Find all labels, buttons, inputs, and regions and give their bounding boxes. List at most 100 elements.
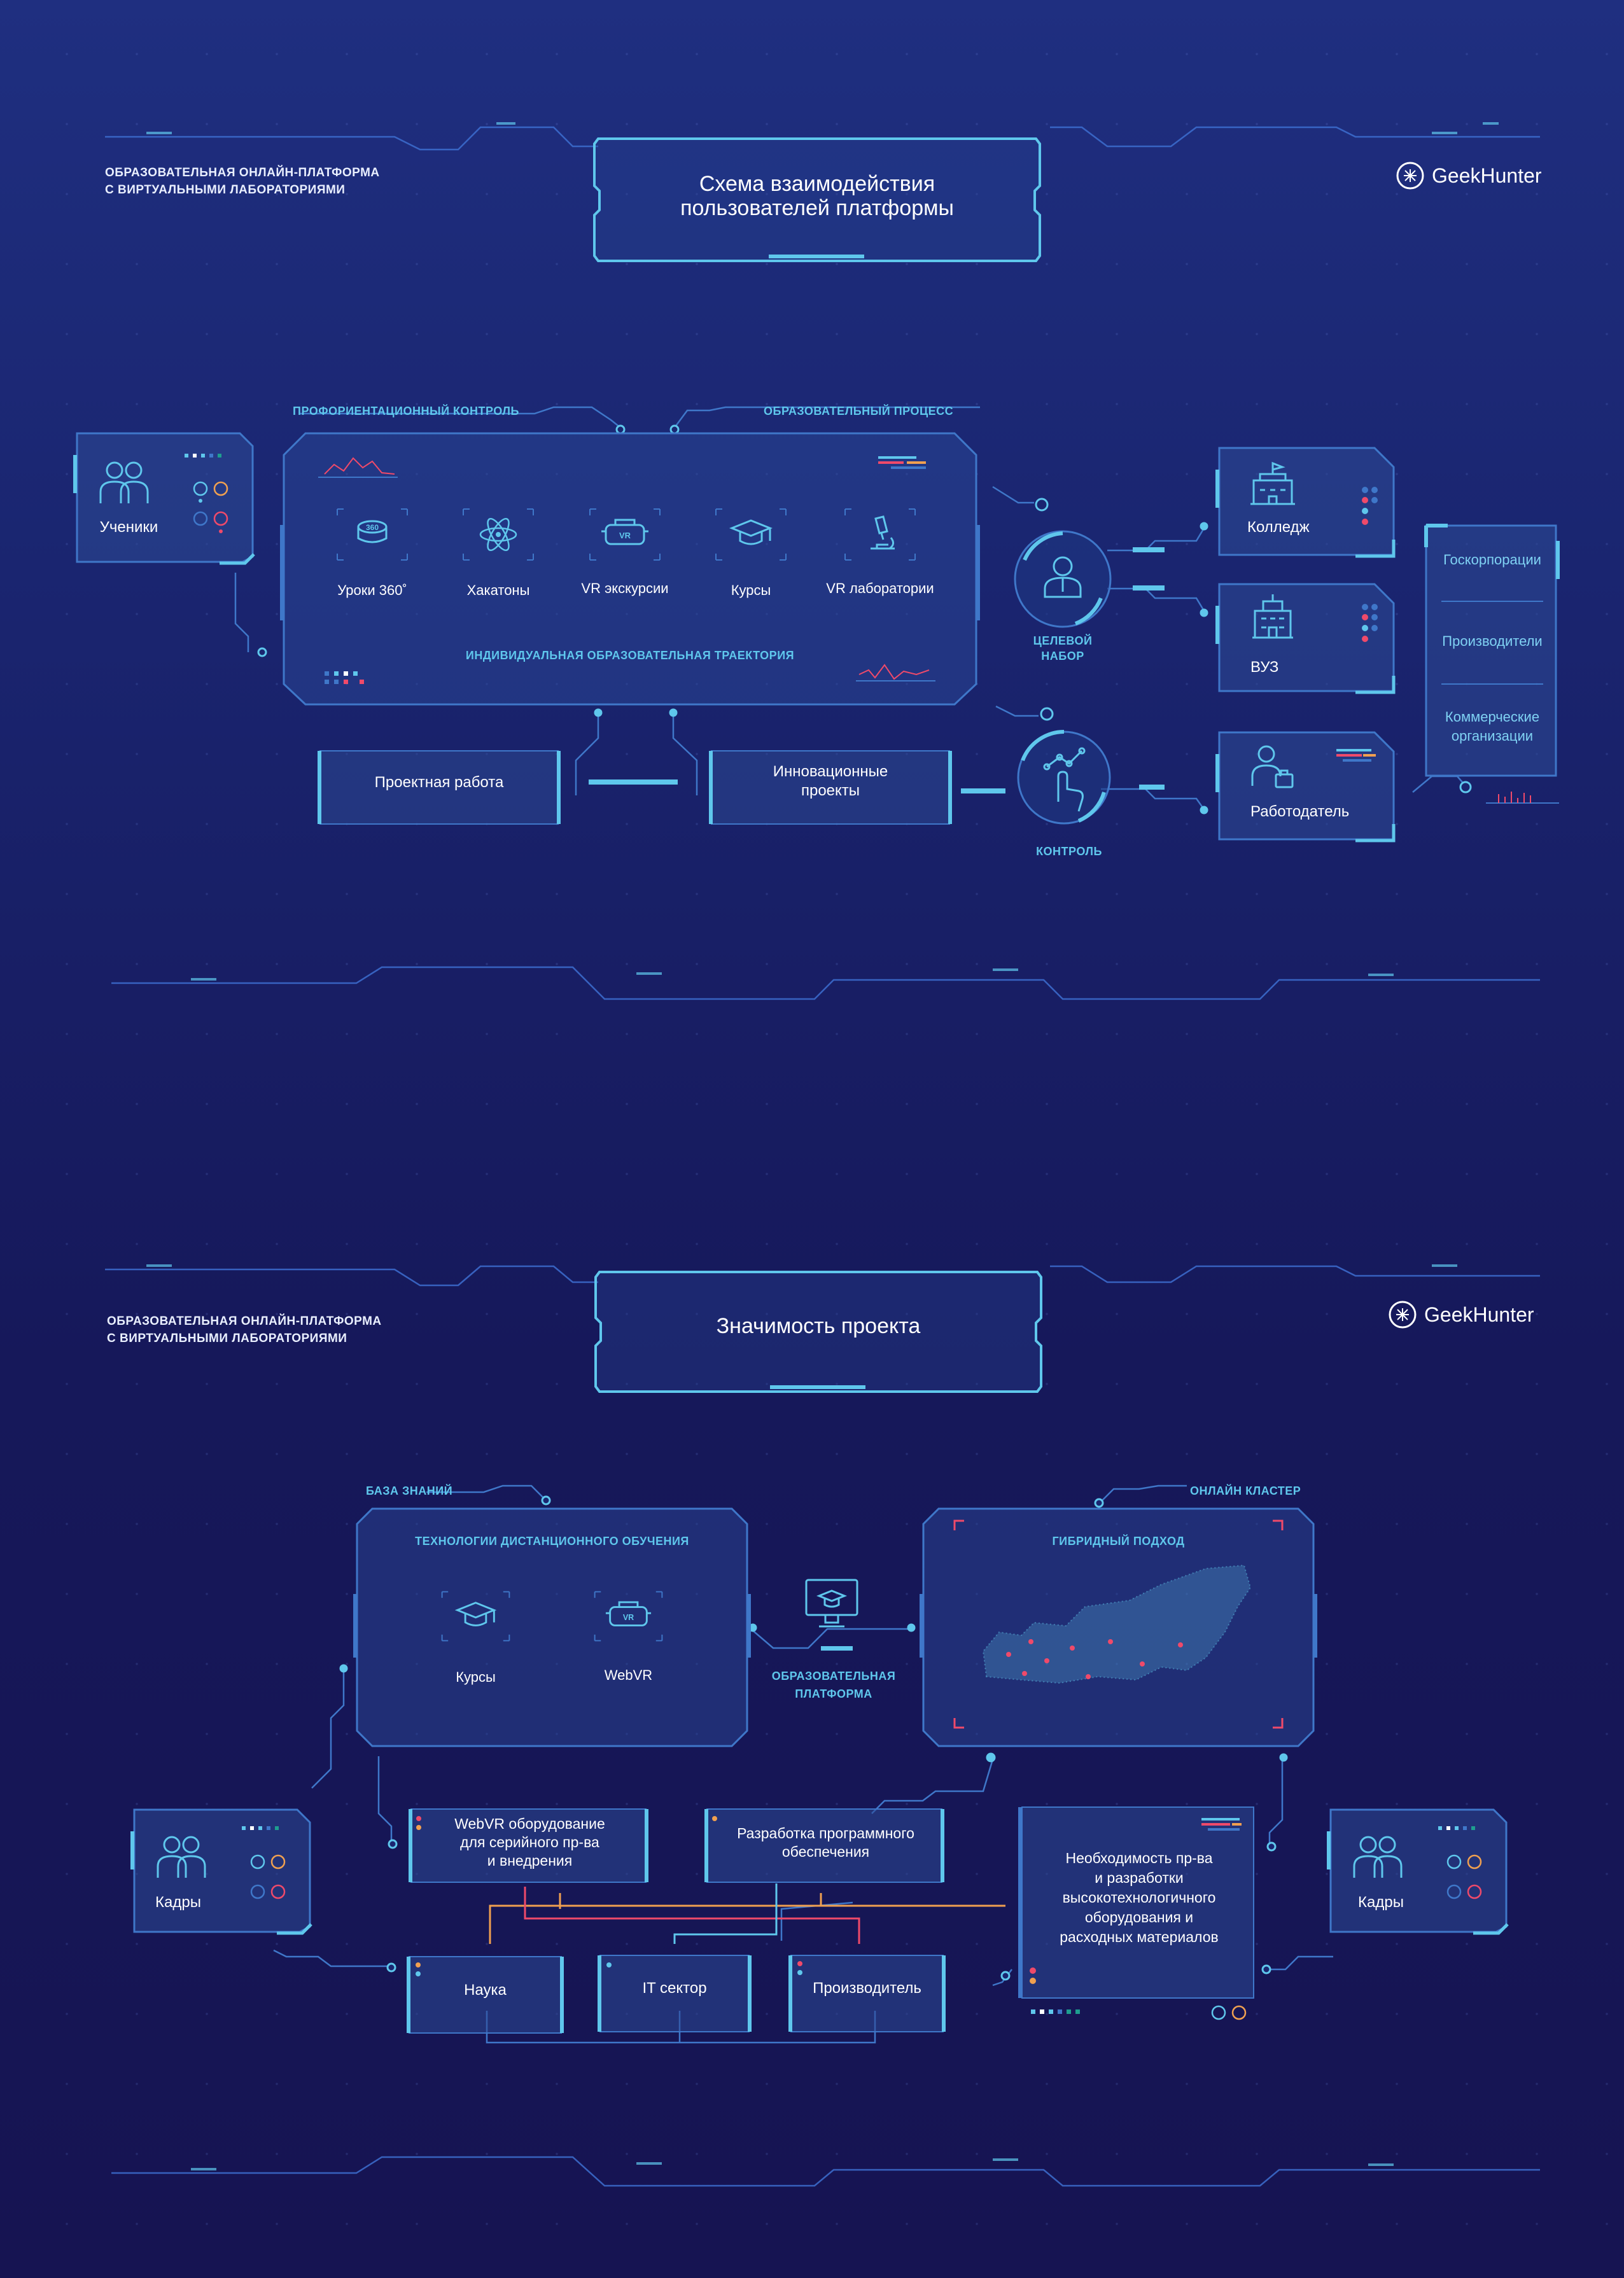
webvr-equipment-frame bbox=[409, 1808, 648, 1883]
online-cluster-label: ОНЛАЙН КЛАСТЕР bbox=[1190, 1485, 1301, 1497]
title2-frame bbox=[594, 1271, 1042, 1393]
webvr-label[interactable]: WebVR bbox=[604, 1667, 653, 1683]
header-line-1: ОБРАЗОВАТЕЛЬНАЯ ОНЛАЙН-ПЛАТФОРМА bbox=[105, 166, 380, 179]
distance-tech-label: ТЕХНОЛОГИИ ДИСТАНЦИОННОГО ОБУЧЕНИЯ bbox=[415, 1535, 689, 1548]
graduation-cap-icon bbox=[715, 508, 787, 561]
edu-process-label: ОБРАЗОВАТЕЛЬНЫЙ ПРОЦЕСС bbox=[764, 405, 954, 417]
college-building-icon bbox=[1250, 461, 1295, 505]
innovation-label: Инновационные проекты bbox=[706, 762, 955, 800]
it-sector-label: IT сектор bbox=[642, 1980, 707, 1997]
geekhunter-logo: GeekHunter bbox=[1395, 160, 1542, 191]
science-frame bbox=[407, 1956, 564, 2034]
necessity-line-5: расходных материалов bbox=[1060, 1929, 1219, 1945]
necessity-decor bbox=[1031, 2005, 1247, 2020]
science-label: Наука bbox=[464, 1981, 507, 1999]
brain-chip-icon bbox=[1389, 1301, 1417, 1329]
title-frame bbox=[593, 137, 1041, 262]
software-line-2: обеспечения bbox=[781, 1843, 870, 1860]
target-set-circle bbox=[1014, 530, 1112, 628]
students-label: Ученики bbox=[99, 519, 158, 536]
vr-labs-label: VR лаборатории bbox=[826, 580, 934, 596]
right-list-squiggle bbox=[1486, 792, 1559, 804]
software-line-1: Разработка программного bbox=[737, 1825, 914, 1841]
vr-excursions-label: VR экскурсии bbox=[581, 580, 669, 596]
employer-icon bbox=[1251, 745, 1294, 788]
kadry-left-label: Кадры bbox=[155, 1894, 201, 1911]
logo2-text: GeekHunter bbox=[1424, 1303, 1534, 1326]
university-building-icon bbox=[1252, 594, 1293, 639]
knowledge-base-label: БАЗА ЗНАНИЙ bbox=[366, 1485, 453, 1497]
control-label: КОНТРОЛЬ bbox=[1036, 845, 1102, 858]
software-dev-label: Разработка программного обеспечения bbox=[710, 1824, 942, 1861]
equip-line-2: для серийного пр-ва bbox=[460, 1834, 599, 1850]
graduation-cap-icon bbox=[441, 1591, 510, 1642]
section2-title: Значимость проекта bbox=[716, 1314, 921, 1338]
kadry-right-icon bbox=[1353, 1836, 1403, 1878]
college-label: Колледж bbox=[1247, 519, 1310, 536]
necessity-line-3: высокотехнологичного bbox=[1062, 1889, 1216, 1906]
webvr-equipment-label: WebVR оборудование для серийного пр-ва и… bbox=[414, 1815, 646, 1870]
platform-line-2: ПЛАТФОРМА bbox=[795, 1688, 872, 1700]
employer-frame bbox=[1215, 731, 1396, 842]
necessity-label: Необходимость пр-ва и разработки высокот… bbox=[1025, 1848, 1254, 1947]
university-label: ВУЗ bbox=[1250, 659, 1279, 676]
necessity-line-1: Необходимость пр-ва bbox=[1065, 1850, 1213, 1866]
hackathons-label: Хакатоны bbox=[466, 582, 530, 598]
header-platform-label: ОБРАЗОВАТЕЛЬНАЯ ОНЛАЙН-ПЛАТФОРМА С ВИРТУ… bbox=[105, 164, 380, 199]
target-set-label: ЦЕЛЕВОЙ НАБОР bbox=[1018, 633, 1107, 664]
necessity-frame bbox=[1018, 1806, 1254, 1999]
distance-tech-frame bbox=[353, 1507, 751, 1747]
main-panel-frame bbox=[280, 432, 980, 706]
necessity-line-2: и разработки bbox=[1095, 1869, 1184, 1886]
svg-text:VR: VR bbox=[623, 1613, 634, 1622]
equip-line-1: WebVR оборудование bbox=[454, 1815, 605, 1832]
hybrid-frame bbox=[920, 1507, 1317, 1747]
it-sector-frame bbox=[598, 1955, 752, 2032]
vr-labs-item[interactable] bbox=[839, 503, 921, 566]
courses-label: Курсы bbox=[731, 582, 771, 598]
courses2-label[interactable]: Курсы bbox=[456, 1669, 496, 1685]
lesson360-item[interactable]: 360 bbox=[331, 503, 414, 566]
vr-headset-icon: VR bbox=[589, 508, 661, 561]
microscope-icon bbox=[844, 508, 916, 561]
kadry-right-label: Кадры bbox=[1358, 1894, 1404, 1911]
project-work-frame bbox=[318, 750, 561, 825]
hybrid-label: ГИБРИДНЫЙ ПОДХОД bbox=[1052, 1535, 1185, 1548]
software-dev-frame bbox=[704, 1808, 944, 1883]
goscorp-item: Госкорпорации bbox=[1443, 552, 1541, 568]
control-circle bbox=[1017, 730, 1111, 825]
target-line-1: ЦЕЛЕВОЙ bbox=[1033, 634, 1093, 647]
innovation-line-2: проекты bbox=[801, 782, 860, 799]
header2-line-1: ОБРАЗОВАТЕЛЬНАЯ ОНЛАЙН-ПЛАТФОРМА bbox=[107, 1315, 382, 1328]
lesson360-label: Уроки 360˚ bbox=[337, 582, 407, 598]
title-line-2: пользователей платформы bbox=[680, 196, 954, 220]
target-line-2: НАБОР bbox=[1041, 650, 1084, 662]
edu-platform-label: ОБРАЗОВАТЕЛЬНАЯ ПЛАТФОРМА bbox=[760, 1667, 907, 1703]
svg-text:360: 360 bbox=[366, 523, 379, 532]
commercial-item: Коммерческие организации bbox=[1445, 709, 1540, 744]
header-line-2: С ВИРТУАЛЬНЫМИ ЛАБОРАТОРИЯМИ bbox=[105, 183, 346, 197]
students-icon bbox=[99, 461, 149, 503]
atom-icon bbox=[463, 508, 534, 561]
courses-item[interactable] bbox=[710, 503, 792, 566]
trajectory-label: ИНДИВИДУАЛЬНАЯ ОБРАЗОВАТЕЛЬНАЯ ТРАЕКТОРИ… bbox=[465, 649, 795, 662]
hackathons-item[interactable] bbox=[457, 503, 540, 566]
header2-platform-label: ОБРАЗОВАТЕЛЬНАЯ ОНЛАЙН-ПЛАТФОРМА С ВИРТУ… bbox=[107, 1313, 382, 1347]
equip-line-3: и внедрения bbox=[487, 1852, 573, 1869]
right-list-frame bbox=[1424, 524, 1560, 777]
kadry-left-icon bbox=[157, 1836, 206, 1878]
project-work-label: Проектная работа bbox=[374, 774, 504, 791]
platform-line-1: ОБРАЗОВАТЕЛЬНАЯ bbox=[771, 1670, 896, 1682]
vr-excursions-item[interactable]: VR bbox=[584, 503, 666, 566]
logo-text: GeekHunter bbox=[1432, 164, 1542, 187]
proforient-label: ПРОФОРИЕНТАЦИОННЫЙ КОНТРОЛЬ bbox=[293, 405, 519, 417]
geekhunter-logo-2: GeekHunter bbox=[1387, 1299, 1534, 1330]
section1-title: Схема взаимодействия пользователей платф… bbox=[591, 172, 1044, 220]
vr-headset-icon: VR bbox=[594, 1591, 663, 1642]
producers-item: Производители bbox=[1442, 633, 1543, 649]
college-frame bbox=[1215, 447, 1396, 558]
header2-line-2: С ВИРТУАЛЬНЫМИ ЛАБОРАТОРИЯМИ bbox=[107, 1332, 347, 1345]
necessity-line-4: оборудования и bbox=[1084, 1909, 1194, 1925]
manufacturer-label: Производитель bbox=[813, 1980, 921, 1997]
monitor-icon bbox=[805, 1579, 858, 1628]
